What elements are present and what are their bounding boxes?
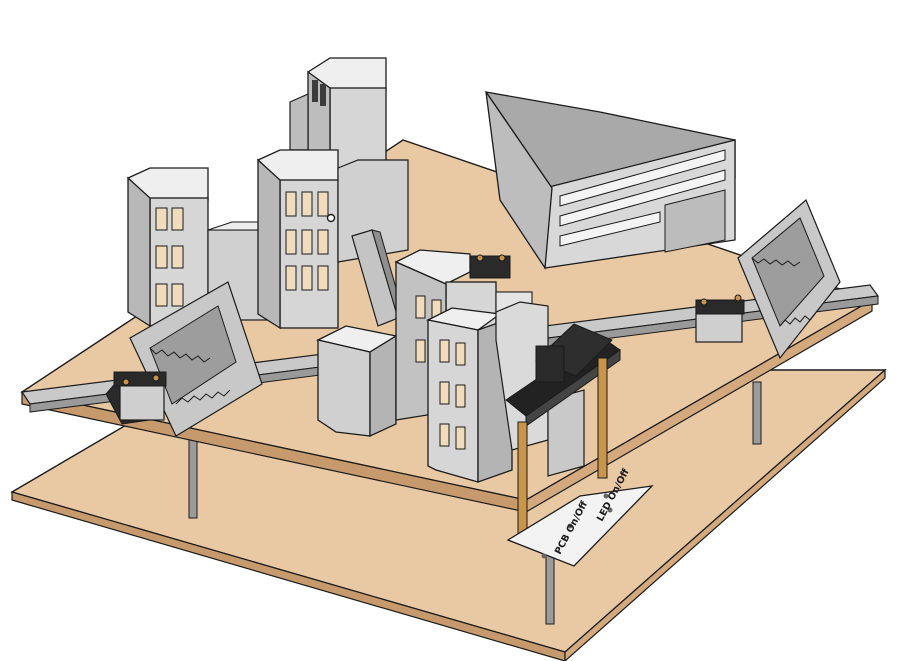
building-front-tall (426, 301, 585, 483)
support-post (188, 439, 198, 519)
building-short-box (316, 325, 398, 438)
servo-motor-right (695, 294, 745, 343)
staircase-right (737, 199, 841, 360)
brass-standoff (597, 357, 608, 479)
brass-standoff (517, 421, 528, 535)
stadium-building (484, 91, 736, 270)
building-windows (155, 207, 184, 307)
led-mount-bracket (505, 323, 621, 535)
building-middle (256, 149, 409, 330)
support-post (752, 381, 762, 445)
building-back-tall (289, 57, 387, 169)
servo-motor-left (105, 371, 167, 425)
servo-motor-center (469, 254, 511, 279)
